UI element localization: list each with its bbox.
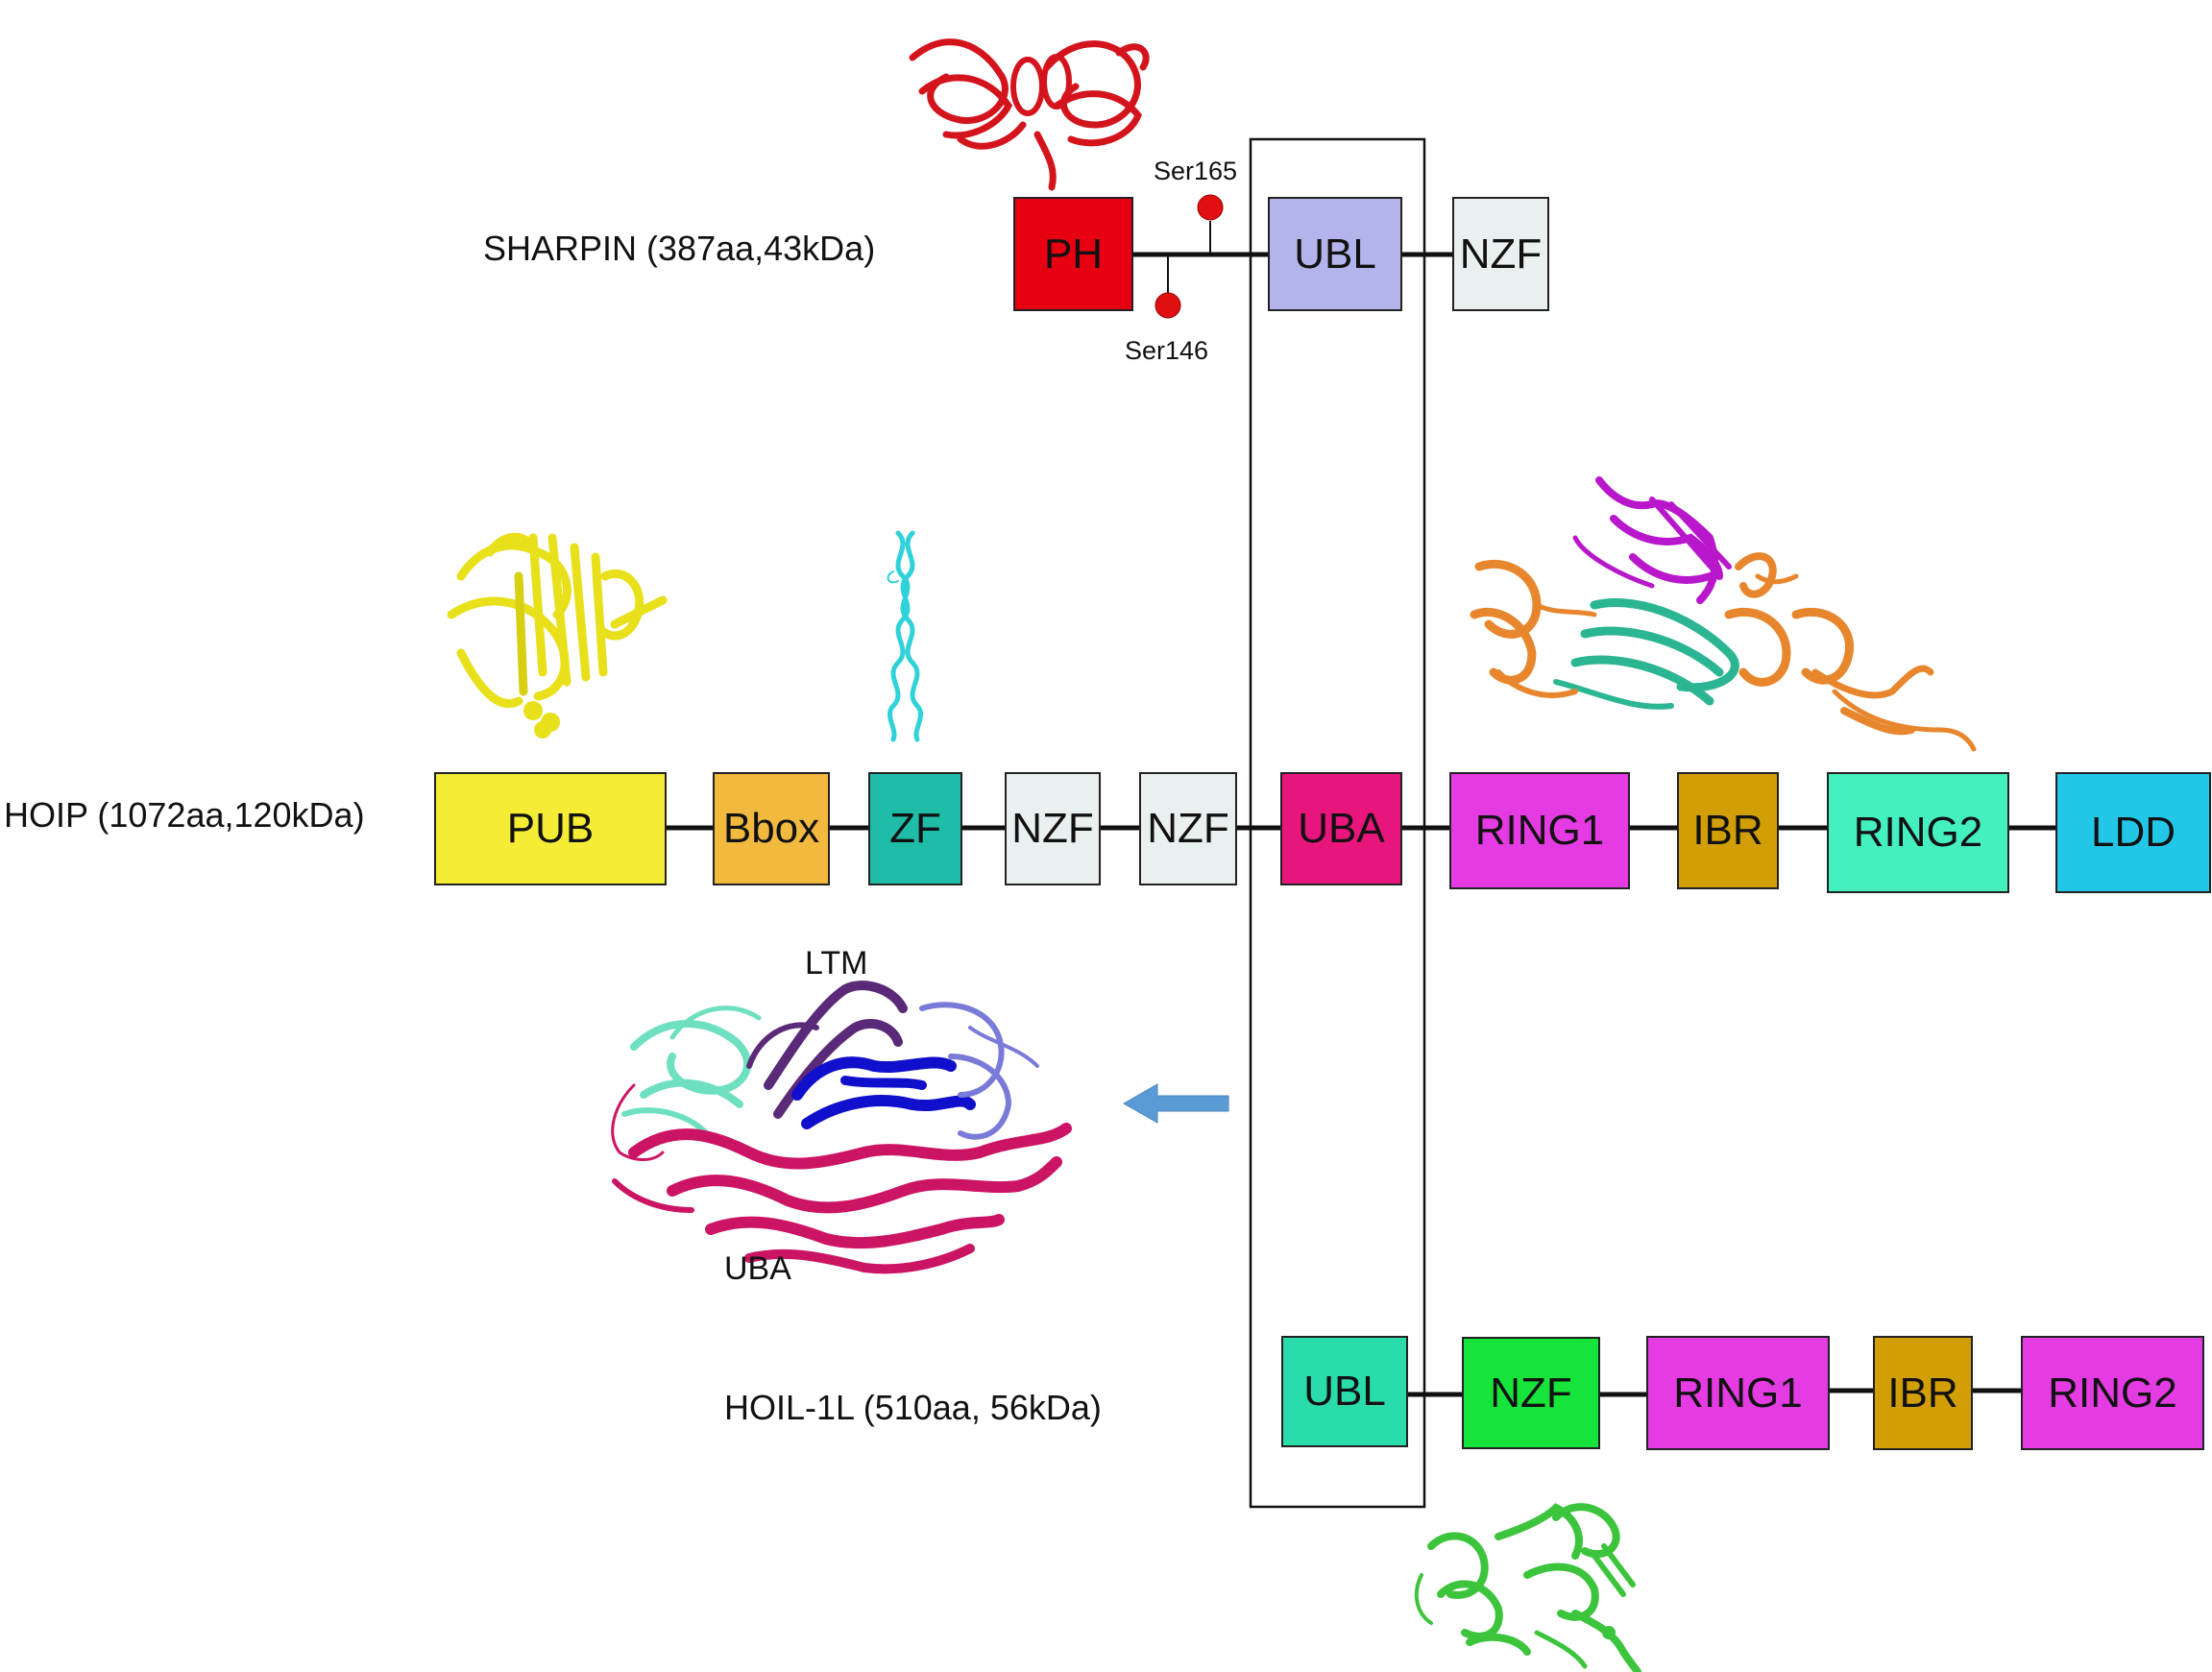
sharpin-ubl-domain: UBL — [1268, 197, 1402, 311]
hoil-1l-ring2-domain: RING2 — [2021, 1336, 2204, 1450]
ltm-uba-complex-structure-illustration — [611, 981, 1072, 1274]
hoip-uba-domain: UBA — [1280, 772, 1402, 885]
ltm-structure-label: LTM — [805, 945, 868, 981]
uba-structure-label: UBA — [724, 1250, 791, 1287]
ser146-label: Ser146 — [1125, 336, 1209, 365]
sharpin-nzf-domain: NZF — [1452, 197, 1549, 311]
hoip-bbox-domain: Bbox — [713, 772, 830, 885]
zf-domain-structure-illustration — [887, 530, 924, 742]
hoip-ring2-domain: RING2 — [1827, 772, 2009, 893]
ser146-phospho-site — [1155, 292, 1181, 319]
hoil-1l-nzf-domain: NZF — [1462, 1337, 1600, 1449]
ser165-phospho-site — [1197, 194, 1224, 221]
hoip-catalytic-structure-illustration — [1470, 476, 1977, 752]
sharpin-ph-domain: PH — [1013, 197, 1133, 311]
hoil-1l-ibr-domain: IBR — [1873, 1336, 1973, 1450]
hoip-ldd-domain: LDD — [2055, 772, 2211, 893]
hoip-ring1-domain: RING1 — [1449, 772, 1630, 889]
ubl-uba-interaction-box — [1249, 137, 1426, 1509]
hoip-nzf-domain-2: NZF — [1139, 772, 1237, 885]
hoip-name-label: HOIP (1072aa,120kDa) — [4, 795, 365, 835]
hoil-1l-ring1-domain: RING1 — [1646, 1336, 1830, 1450]
hoil-1l-ubl-domain: UBL — [1281, 1336, 1408, 1447]
hoip-pub-domain: PUB — [434, 772, 667, 885]
hoip-zf-domain: ZF — [868, 772, 962, 885]
sharpin-ph-structure-illustration — [909, 38, 1150, 191]
left-arrow-icon — [1122, 1083, 1229, 1124]
hoip-nzf-domain-1: NZF — [1005, 772, 1101, 885]
pub-domain-structure-illustration — [447, 532, 668, 739]
sharpin-name-label: SHARPIN (387aa,43kDa) — [483, 229, 876, 268]
hoil-1l-name-label: HOIL-1L (510aa, 56kDa) — [724, 1388, 1102, 1427]
ser165-label: Ser165 — [1154, 157, 1238, 185]
hoil-1l-structure-illustration — [1414, 1503, 1641, 1672]
hoip-ibr-domain: IBR — [1677, 772, 1779, 889]
